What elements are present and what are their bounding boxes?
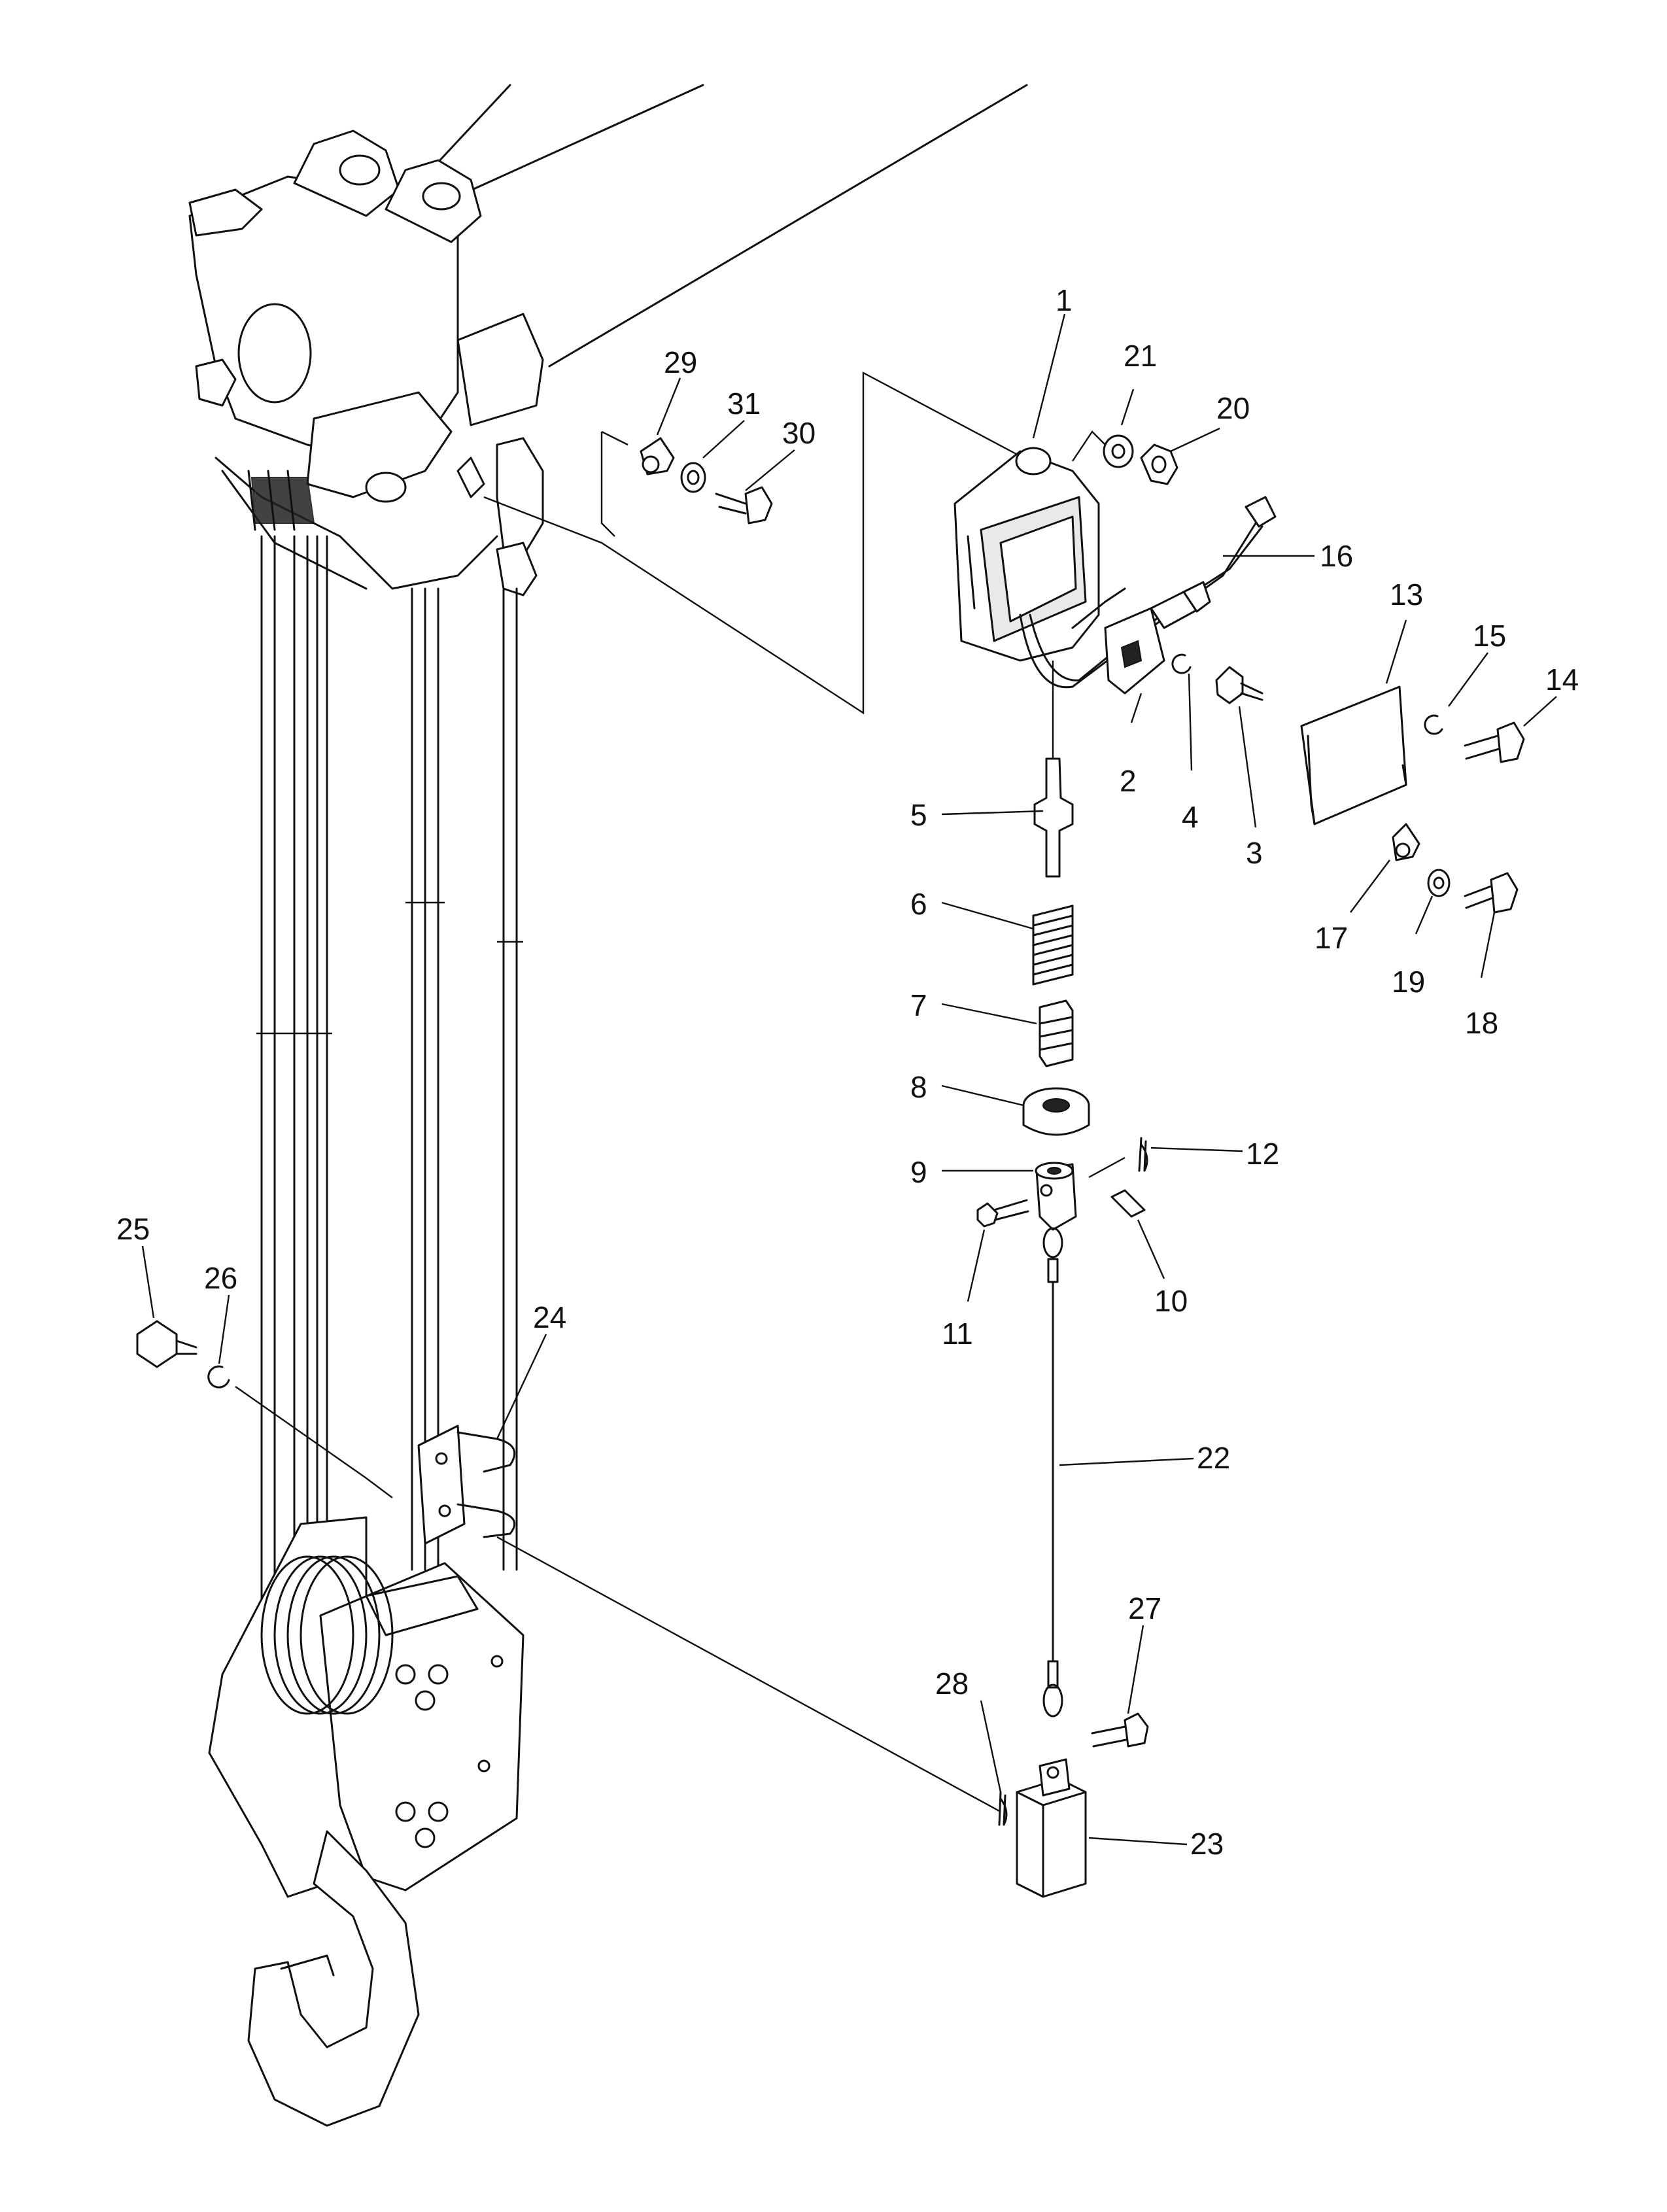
callout-11: 11: [942, 1317, 973, 1351]
callout-16: 16: [1320, 539, 1353, 573]
spring-6: [1032, 905, 1074, 986]
hoist-ropes: [256, 535, 523, 1604]
washer-21: [1103, 434, 1134, 468]
clamp-17: [1392, 823, 1420, 861]
callout-24: 24: [533, 1300, 566, 1334]
callout-8: 8: [910, 1070, 927, 1104]
bolt-27: [1091, 1712, 1149, 1748]
washer-26: [207, 1365, 230, 1389]
cover-13: [1300, 685, 1407, 825]
callout-1: 1: [1056, 283, 1073, 317]
callout-9: 9: [910, 1155, 927, 1189]
wire-harness-16: [1019, 496, 1277, 689]
callout-labels: 1 2 3 4 5 6 7 8 9 10 11 12 13 14 15 16 1…: [116, 283, 1579, 1861]
bolt-25: [136, 1320, 198, 1368]
callout-18: 18: [1465, 1006, 1498, 1040]
callout-12: 12: [1246, 1137, 1279, 1171]
bushing-7: [1039, 999, 1074, 1067]
clamp-29: [640, 437, 675, 475]
clevis-9: [1035, 1162, 1077, 1231]
washer-19: [1427, 869, 1451, 897]
collar-8: [1022, 1087, 1090, 1136]
callout-28: 28: [935, 1667, 969, 1701]
washer-31: [680, 462, 706, 493]
callout-10: 10: [1154, 1284, 1188, 1318]
screw-3: [1215, 666, 1263, 704]
callout-23: 23: [1190, 1827, 1224, 1861]
split-pin-12: [1138, 1137, 1148, 1172]
wire-rope-22: [1042, 1227, 1063, 1718]
callout-leaders: [141, 313, 1557, 1846]
weight-23: [1016, 1758, 1087, 1898]
bolt-30: [715, 486, 773, 525]
split-pin-28: [998, 1791, 1008, 1826]
switch-box-1: [954, 447, 1100, 662]
bolt-18: [1464, 872, 1519, 914]
callout-5: 5: [910, 798, 927, 832]
washer-4: [1171, 653, 1192, 674]
washer-15: [1424, 714, 1443, 735]
boom-structure: [188, 84, 1028, 596]
callout-20: 20: [1216, 391, 1250, 425]
callout-7: 7: [910, 988, 927, 1022]
nut-20: [1140, 443, 1178, 485]
callout-15: 15: [1473, 619, 1506, 653]
pin-10: [1110, 1189, 1146, 1218]
callout-19: 19: [1392, 965, 1425, 999]
plunger-5: [1033, 757, 1074, 878]
callout-17: 17: [1315, 921, 1348, 955]
callout-2: 2: [1120, 764, 1137, 798]
callout-25: 25: [116, 1212, 150, 1246]
callout-26: 26: [204, 1261, 237, 1295]
callout-29: 29: [664, 345, 697, 379]
callout-31: 31: [727, 387, 761, 421]
callout-4: 4: [1182, 800, 1199, 834]
callout-3: 3: [1246, 836, 1263, 870]
callout-21: 21: [1124, 339, 1157, 373]
callout-6: 6: [910, 887, 927, 921]
bolt-11: [976, 1199, 1029, 1228]
limit-switch-2: [1104, 581, 1211, 695]
rope-guide-24: [417, 1425, 516, 1545]
callout-13: 13: [1390, 578, 1423, 612]
callout-14: 14: [1545, 663, 1579, 697]
callout-27: 27: [1128, 1591, 1161, 1625]
callout-30: 30: [782, 416, 816, 450]
callout-22: 22: [1197, 1441, 1230, 1475]
hook-block: [208, 1516, 524, 2127]
bolt-14: [1464, 721, 1525, 763]
